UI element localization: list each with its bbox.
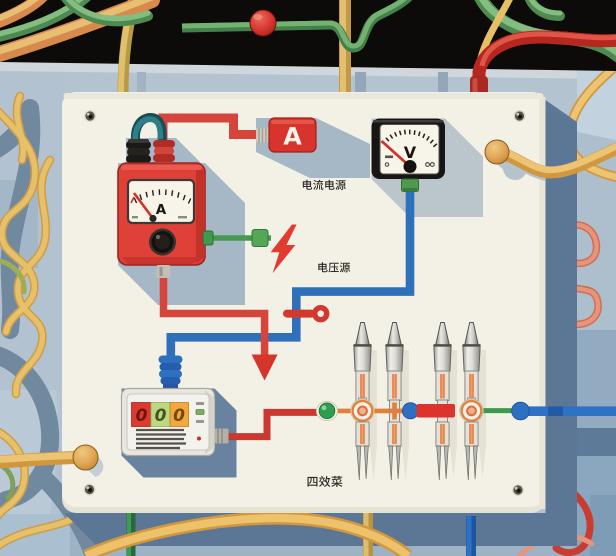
- voltmeter-green-connector: [401, 178, 419, 192]
- screw-bottom-left: [83, 483, 96, 496]
- digital-meter: 0 0 0: [120, 355, 229, 457]
- voltmeter: V: [371, 118, 445, 192]
- probe-4: [459, 322, 484, 481]
- lightning-icon: [270, 224, 297, 274]
- digit-3: 0: [173, 406, 185, 426]
- ammeter-green-connector: [202, 230, 214, 246]
- ammeter: A: [117, 113, 214, 278]
- digit-2: 0: [155, 406, 167, 426]
- green-ball-junction: [316, 401, 338, 421]
- ammeter-bottom-ferrule: [156, 265, 171, 278]
- red-bar-junction: [416, 404, 455, 418]
- labels: 电流电源 电压源 四效菜: [302, 179, 351, 488]
- below-panel-wires: [83, 511, 476, 556]
- arrow-down-icon: [251, 354, 278, 381]
- digit-1: 0: [136, 406, 148, 426]
- indicator-led: [197, 436, 201, 441]
- black-plug: [126, 139, 151, 175]
- probe-2: [385, 322, 404, 481]
- blue-ball-junction: [511, 401, 530, 421]
- ring-terminal: [283, 305, 330, 323]
- left-wire-tangle: [0, 91, 75, 550]
- meter-right-connector: [214, 428, 229, 444]
- panel-screws: [83, 110, 526, 496]
- label-bottom-caption: 四效菜: [307, 475, 343, 488]
- blue-dot-junction: [402, 402, 419, 420]
- ammeter-dial: A: [126, 178, 196, 225]
- ammeter-knob: [149, 228, 176, 256]
- red-bead: [249, 9, 277, 37]
- junction-nodes: [316, 401, 530, 421]
- right-grommet: [484, 139, 616, 179]
- screw-bottom-right: [512, 484, 524, 496]
- screw-top-right: [513, 110, 526, 122]
- red-wire-meter-to-row: [228, 408, 320, 441]
- label-voltage-source: 电压源: [318, 262, 351, 273]
- voltmeter-dial-letter: V: [404, 143, 417, 162]
- ammeter-dial-letter: A: [156, 202, 167, 218]
- green-wire-with-bead: [181, 0, 413, 53]
- ammeter-badge: A: [256, 117, 317, 153]
- probe-1: [350, 322, 375, 481]
- green-plug: [251, 229, 269, 247]
- badge-letter: A: [283, 123, 302, 151]
- left-grommet: [0, 444, 99, 471]
- label-current-source: 电流电源: [302, 179, 346, 190]
- red-cable: [472, 30, 616, 86]
- top-cable-band: [0, 0, 616, 97]
- red-wire-with-arrow: [159, 274, 278, 381]
- display: 0 0 0: [131, 402, 189, 427]
- badge-ferrule: [256, 127, 270, 143]
- speaker-grille: [136, 428, 186, 450]
- probes: [350, 322, 484, 481]
- screw-top-left: [84, 110, 96, 122]
